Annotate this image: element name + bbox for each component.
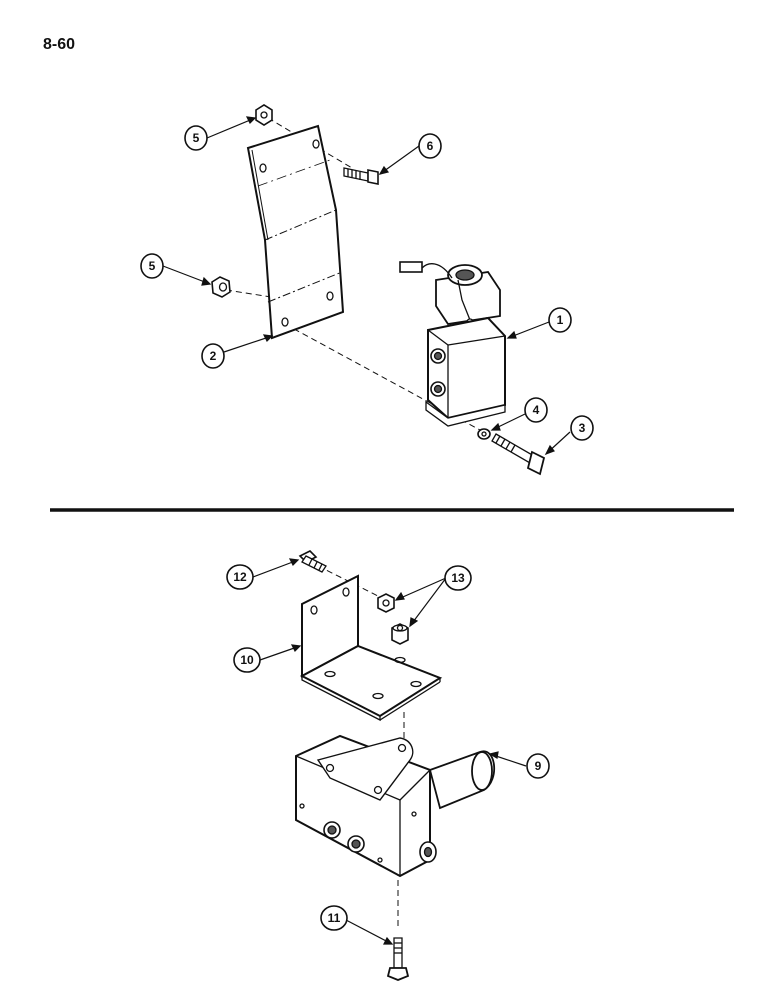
solenoid-valve <box>399 261 506 427</box>
svg-text:4: 4 <box>533 403 540 417</box>
svg-text:10: 10 <box>240 653 254 667</box>
callout-3: 3 <box>570 415 594 441</box>
svg-text:5: 5 <box>149 259 156 273</box>
long-bolt <box>491 433 546 476</box>
svg-text:11: 11 <box>328 911 341 925</box>
callout-6: 6 <box>418 133 442 159</box>
valve-bolt <box>386 937 410 981</box>
svg-text:2: 2 <box>210 349 217 363</box>
angle-bracket <box>299 574 443 722</box>
bracket-bolt <box>298 550 327 573</box>
callout-10: 10 <box>233 647 261 673</box>
hex-nut-lower <box>211 276 231 298</box>
hex-nut-upper <box>255 104 273 126</box>
callout-1: 1 <box>548 307 572 333</box>
callout-2: 2 <box>201 343 225 369</box>
callout-11: 11 <box>320 905 348 931</box>
svg-text:6: 6 <box>427 139 434 153</box>
callout-4: 4 <box>524 397 548 423</box>
page-number: 8-60 <box>43 36 76 53</box>
callout-5-lower: 5 <box>140 253 164 279</box>
svg-text:5: 5 <box>193 131 200 145</box>
svg-text:3: 3 <box>579 421 586 435</box>
svg-text:12: 12 <box>233 570 247 584</box>
svg-text:1: 1 <box>557 313 564 327</box>
svg-text:13: 13 <box>451 571 465 585</box>
callout-13: 13 <box>444 565 472 591</box>
short-bolt <box>343 167 379 185</box>
svg-text:9: 9 <box>535 759 542 773</box>
washer <box>477 428 491 440</box>
bracket-nut-lower <box>391 623 409 645</box>
bracket-nut-upper <box>377 593 395 613</box>
callout-12: 12 <box>226 564 254 590</box>
callout-9: 9 <box>526 753 550 779</box>
callout-5-upper: 5 <box>184 125 208 151</box>
mounting-plate <box>246 124 345 340</box>
leader-lines <box>162 116 571 945</box>
valve-assembly <box>295 734 496 878</box>
